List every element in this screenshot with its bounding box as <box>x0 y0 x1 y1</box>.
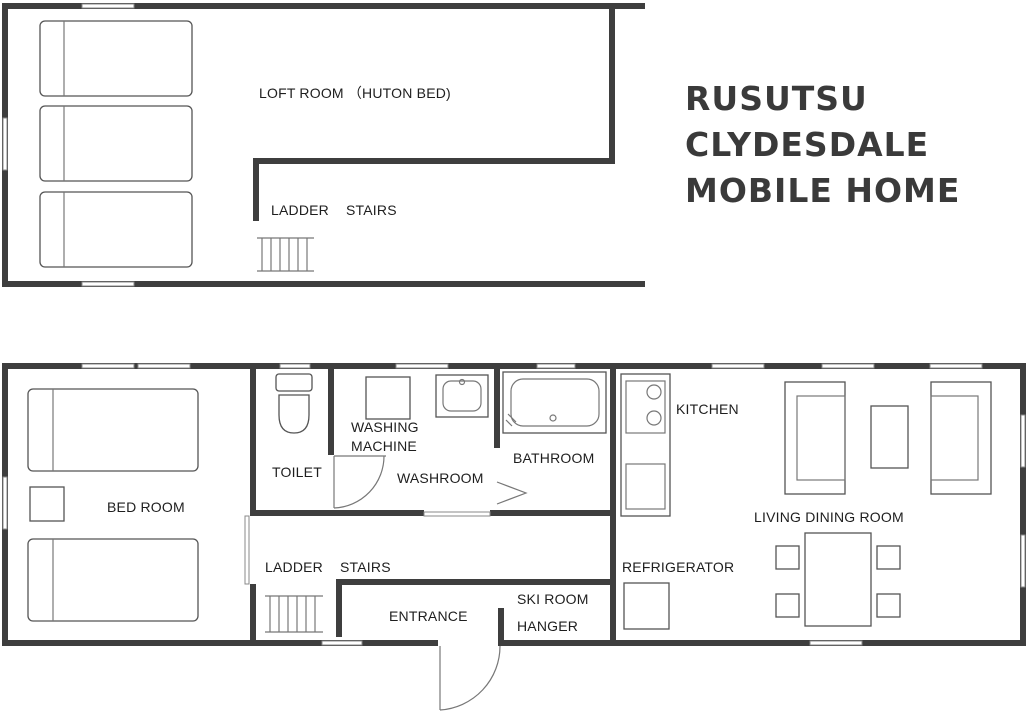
nightstand <box>29 486 65 522</box>
ground-wall-bottom-right <box>502 640 1026 646</box>
wall-bathroom <box>494 363 500 448</box>
ski-room-label: SKI ROOM <box>517 591 589 607</box>
loft-stairs-label: STAIRS <box>346 202 397 218</box>
ground-floor-plan: BED ROOM TOILET WASHING MACHINE WASHROOM… <box>2 363 1026 711</box>
bathroom-label: BATHROOM <box>513 450 594 466</box>
window <box>321 640 363 646</box>
ground-stairs-label: STAIRS <box>340 559 391 575</box>
wall-entrance-left <box>336 579 342 637</box>
loft-wall-right <box>609 3 615 164</box>
ground-ladder-label: LADDER <box>265 559 323 575</box>
loft-plan: LOFT ROOM （HUTON BED) LADDER STAIRS <box>2 3 645 287</box>
dining-chair <box>876 545 901 570</box>
washing-machine-label-2: MACHINE <box>351 438 417 454</box>
loft-window-top <box>81 3 135 9</box>
wall-bedroom-lower <box>250 584 256 646</box>
bedroom-sliding-door <box>244 515 250 585</box>
loft-window-bottom <box>81 281 135 287</box>
hanger-label: HANGER <box>517 618 578 634</box>
bed <box>27 388 199 472</box>
window <box>137 363 191 369</box>
dining-chair <box>775 545 800 570</box>
washroom-label: WASHROOM <box>397 470 484 486</box>
toilet-icon <box>275 373 313 434</box>
coffee-table <box>870 405 909 469</box>
entrance-label: ENTRANCE <box>389 608 468 624</box>
window <box>809 640 863 646</box>
dining-chair <box>876 593 901 618</box>
loft-room-label: LOFT ROOM （HUTON BED) <box>259 85 451 101</box>
kitchen-label: KITCHEN <box>676 401 739 417</box>
window <box>1020 534 1026 588</box>
dining-chair <box>775 593 800 618</box>
ground-wall-right <box>1020 363 1026 646</box>
title-line-2: CLYDESDALE <box>685 125 929 164</box>
sofa <box>784 381 846 495</box>
window <box>821 363 875 369</box>
bathtub-icon <box>502 371 607 434</box>
dining-table <box>804 532 872 627</box>
refrigerator-icon <box>623 582 670 630</box>
bed <box>27 538 199 622</box>
loft-wall-top <box>2 3 645 9</box>
loft-window-left <box>2 117 8 171</box>
ground-wall-top <box>2 363 1026 369</box>
window <box>81 363 135 369</box>
wall-entrance-top <box>336 579 616 585</box>
window <box>711 363 765 369</box>
wall-toilet <box>328 363 334 455</box>
loft-wall-inner <box>253 158 615 164</box>
loft-wall-stair <box>253 158 259 221</box>
wall-washroom-bottom-left <box>250 510 424 516</box>
loft-ladder <box>257 237 314 272</box>
washroom-sliding-door <box>423 511 491 517</box>
washing-machine-label-1: WASHING <box>351 419 419 435</box>
washroom-door-arrow <box>496 481 528 505</box>
window <box>1020 414 1026 468</box>
toilet-label: TOILET <box>272 464 322 480</box>
wall-bedroom-upper <box>250 363 256 513</box>
window <box>395 363 449 369</box>
living-dining-label: LIVING DINING ROOM <box>754 509 904 525</box>
loft-ladder-label: LADDER <box>271 202 329 218</box>
title-line-1: RUSUTSU <box>685 79 868 118</box>
sofa <box>930 381 992 495</box>
ground-ladder <box>265 595 323 633</box>
toilet-door <box>333 455 386 509</box>
wall-entrance-right <box>498 608 504 646</box>
bedroom-label: BED ROOM <box>107 499 185 515</box>
window <box>2 476 8 530</box>
ground-wall-bottom-left <box>2 640 438 646</box>
plan-title: RUSUTSU CLYDESDALE MOBILE HOME <box>685 79 960 210</box>
washing-machine-icon <box>365 376 411 420</box>
entrance-door <box>439 645 501 711</box>
wall-living <box>610 363 616 646</box>
sink-icon <box>435 374 489 418</box>
huton-bed <box>39 20 193 97</box>
window <box>279 363 311 369</box>
huton-bed <box>39 105 193 182</box>
loft-wall-bottom <box>2 281 645 287</box>
kitchen-counter <box>620 373 671 517</box>
huton-bed <box>39 191 193 268</box>
refrigerator-label: REFRIGERATOR <box>622 559 734 575</box>
title-line-3: MOBILE HOME <box>685 171 960 210</box>
window <box>536 363 576 369</box>
window <box>929 363 983 369</box>
wall-washroom-bottom-right <box>490 510 616 516</box>
